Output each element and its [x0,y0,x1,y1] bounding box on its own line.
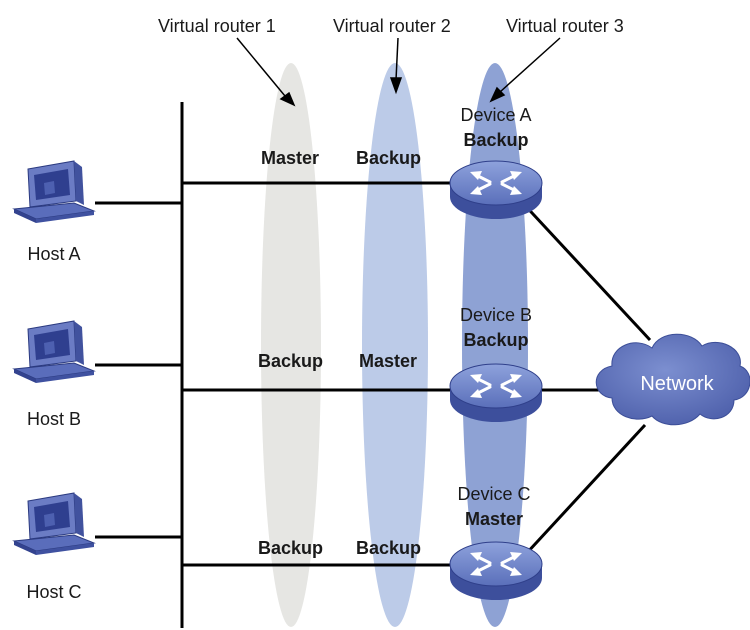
device-c-network-link [523,423,647,557]
virtual-router-2-label: Virtual router 2 [333,16,451,36]
device-b-name: Device B [459,305,533,325]
host-c-name: Host C [26,582,82,602]
vr1-pointer-arrow [236,37,296,107]
row-a-vr2-role: Backup [356,148,422,168]
device-a-name: Device A [460,105,532,125]
device-a-network-link [518,198,652,342]
virtual-router-1-ellipse [261,63,321,627]
host-c-computer-icon [12,492,96,555]
network-cloud [595,333,750,426]
virtual-router-3-label: Virtual router 3 [506,16,624,36]
virtual-router-1-label: Virtual router 1 [158,16,276,36]
vr2-pointer-arrow [389,37,403,95]
device-c-role: Master [464,509,524,529]
host-b-computer-icon [12,320,96,383]
vr3-pointer-arrow [489,37,561,103]
row-c-vr1-role: Backup [258,538,324,558]
device-c-name: Device C [457,484,531,504]
device-a-router-icon [449,160,543,219]
host-b-name: Host B [26,409,82,429]
row-a-vr1-role: Master [261,148,320,168]
network-label: Network [640,373,714,395]
host-a-computer-icon [12,160,96,223]
device-a-role: Backup [463,130,529,150]
device-c-router-icon [449,541,543,600]
device-b-role: Backup [463,330,529,350]
row-b-vr1-role: Backup [258,351,324,371]
host-a-name: Host A [27,244,81,264]
device-b-router-icon [449,363,543,422]
row-c-vr2-role: Backup [356,538,422,558]
virtual-router-2-ellipse [362,63,428,627]
row-b-vr2-role: Master [359,351,418,371]
